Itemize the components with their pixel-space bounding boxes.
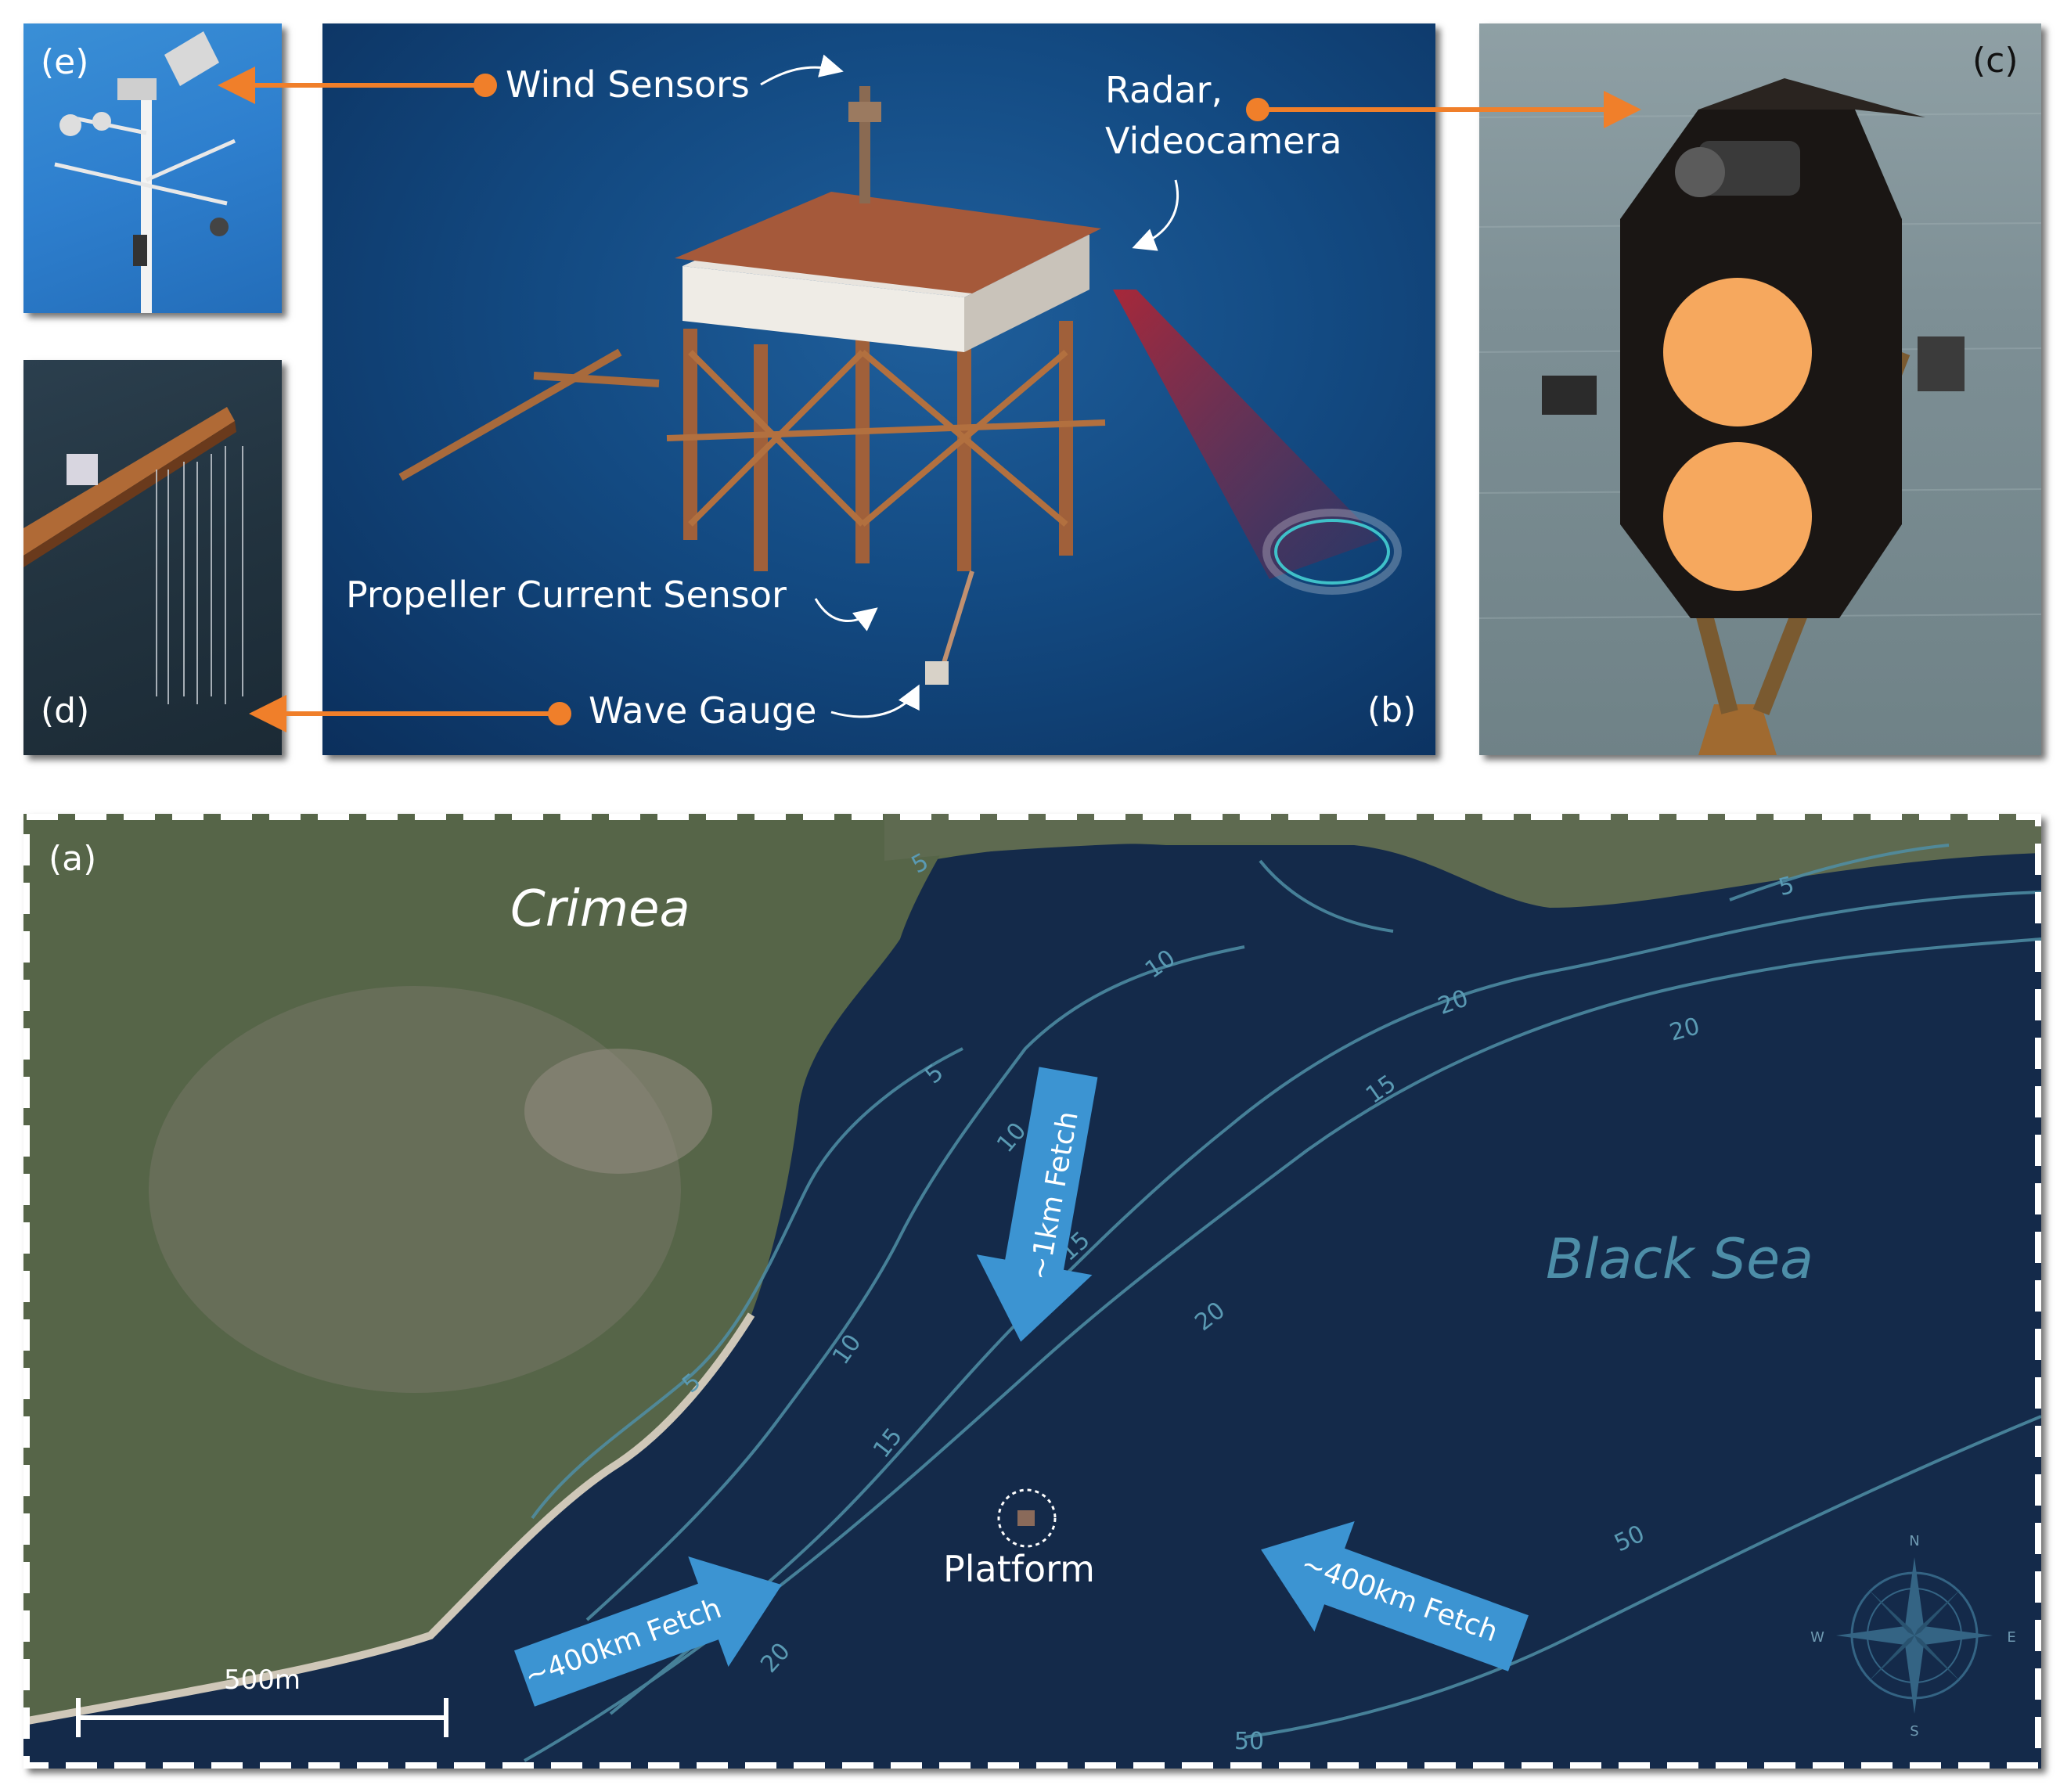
radar-annotation-line2: Videocamera: [1105, 120, 1342, 162]
platform-marker: [997, 1488, 1057, 1548]
wave-gauge-annotation: Wave Gauge: [589, 689, 817, 732]
fetch-arrow-west: [514, 1556, 782, 1707]
panel-label-a: (a): [49, 839, 97, 879]
wind-mast-illustration: [54, 31, 236, 313]
compass-n: N: [1909, 1533, 1919, 1549]
platform-illustration: [398, 86, 1402, 685]
scale-bar: [76, 1698, 448, 1737]
platform-label: Platform: [943, 1548, 1095, 1590]
panel-a-map: 5 5 5 5 10 10 10 15 15 15 20 20 20 20 50…: [23, 814, 2041, 1769]
contour-labels: 5 5 5 5 10 10 10 15 15 15 20 20 20 20 50…: [677, 848, 1797, 1755]
wave-gauge-illustration: [23, 407, 243, 704]
radar-camera-illustration: [1479, 78, 2041, 755]
compass-e: E: [2007, 1629, 2015, 1646]
panel-d-wave-gauge-photo: (d): [23, 360, 282, 755]
panel-label-c: (c): [1972, 41, 2019, 81]
compass-w: W: [1810, 1629, 1824, 1646]
panel-c-radar-camera-photo: (c): [1479, 23, 2041, 755]
propeller-pointer: [814, 598, 878, 632]
panel-b-platform-photo: (b) Wind Sensors Radar, Videocamera Prop…: [322, 23, 1435, 755]
wave-gauge-pointer: [830, 684, 920, 718]
fetch-arrow-north: [976, 1067, 1098, 1342]
scale-bar-label: 500m: [224, 1664, 301, 1696]
region-label-black-sea: Black Sea: [1546, 1227, 1814, 1291]
panel-label-b: (b): [1367, 690, 1417, 730]
annotation-pointers: [760, 54, 1179, 718]
region-label-crimea: Crimea: [510, 880, 690, 938]
contour-label-50b: 50: [1234, 1728, 1264, 1755]
panel-label-d: (d): [41, 691, 90, 731]
fetch-arrow-east: [1261, 1521, 1529, 1671]
wind-sensors-annotation: Wind Sensors: [506, 63, 750, 106]
propeller-current-sensor-annotation: Propeller Current Sensor: [346, 574, 787, 616]
panel-e-wind-sensors-photo: (e): [23, 23, 282, 313]
map-base: [23, 814, 2041, 1769]
panel-label-e: (e): [41, 42, 89, 82]
compass-rose-icon: [1836, 1557, 1993, 1714]
fetch-arrows: ~1km Fetch ~400km Fetch ~400km Fetch N S…: [514, 1067, 2016, 1740]
radar-annotation-line1: Radar,: [1105, 69, 1223, 111]
radar-pointer: [1132, 179, 1179, 251]
wind-pointer: [760, 54, 844, 86]
compass-s: S: [1910, 1723, 1918, 1740]
